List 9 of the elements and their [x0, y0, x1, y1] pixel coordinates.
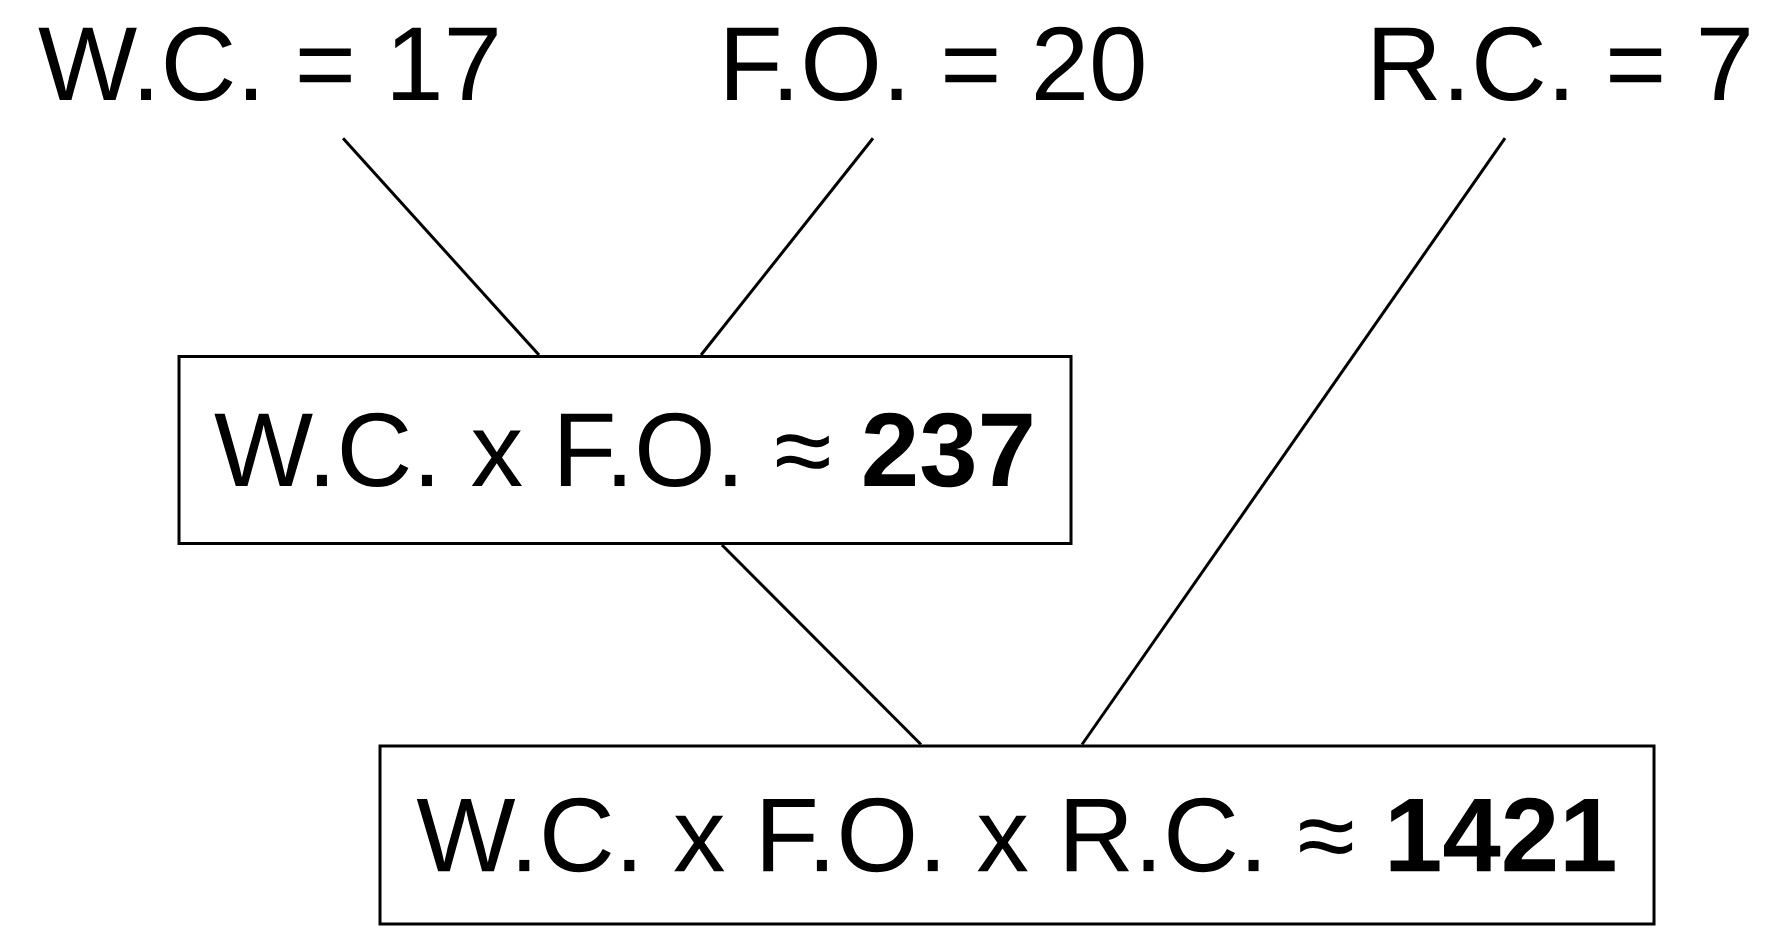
connector-line — [341, 137, 541, 356]
connector-line — [720, 543, 923, 746]
equation-text: W.C. = 17 — [38, 26, 497, 101]
connector-line — [699, 137, 875, 356]
product-box: W.C. x F.O. ≈ 237 — [177, 355, 1073, 545]
product-box: W.C. x F.O. x R.C. ≈ 1421 — [378, 744, 1656, 926]
connector-line — [1080, 137, 1507, 746]
equation-text: R.C. = 7 — [1374, 26, 1749, 101]
equation-text: F.O. = 20 — [727, 26, 1144, 101]
